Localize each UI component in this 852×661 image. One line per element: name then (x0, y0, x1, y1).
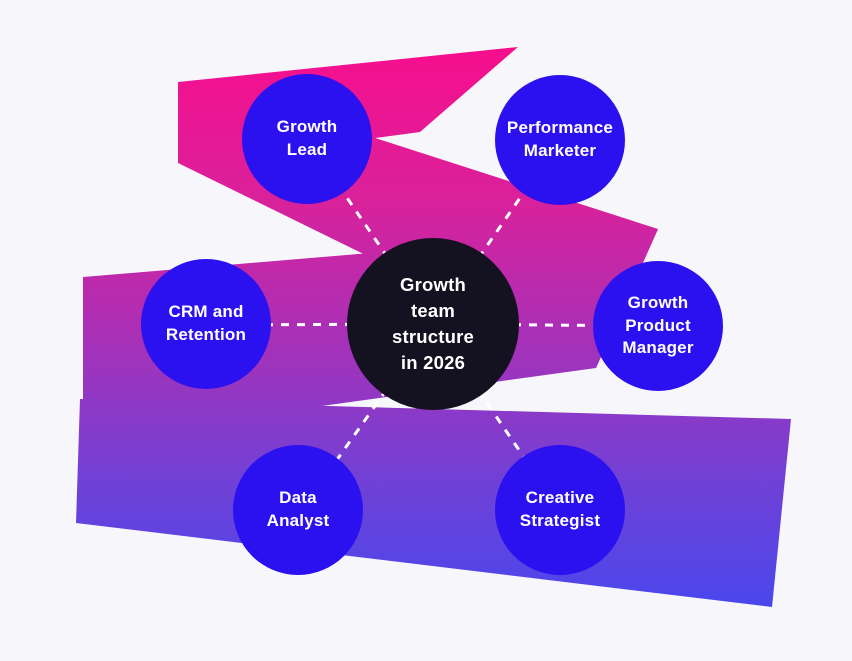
node-growth-lead: Growth Lead (242, 74, 372, 204)
diagram-title: Growth team structure in 2026 (392, 274, 474, 373)
ribbon-bottom-band (76, 399, 791, 607)
node-crm-and-retention-label: CRM and Retention (165, 302, 247, 344)
node-data-analyst-label: Data Analyst (266, 488, 330, 530)
node-creative-strategist: Creative Strategist (495, 445, 625, 575)
node-creative-strategist-label: Creative Strategist (519, 488, 601, 530)
node-growth-product-manager-label: Growth Product Manager (622, 292, 694, 358)
node-data-analyst: Data Analyst (233, 445, 363, 575)
node-crm-and-retention: CRM and Retention (141, 259, 271, 389)
node-growth-lead-label: Growth Lead (276, 117, 338, 159)
node-growth-product-manager: Growth Product Manager (593, 261, 723, 391)
node-performance-marketer-label: Performance Marketer (506, 118, 614, 160)
node-center-title: Growth team structure in 2026 (347, 238, 519, 410)
node-performance-marketer: Performance Marketer (495, 75, 625, 205)
